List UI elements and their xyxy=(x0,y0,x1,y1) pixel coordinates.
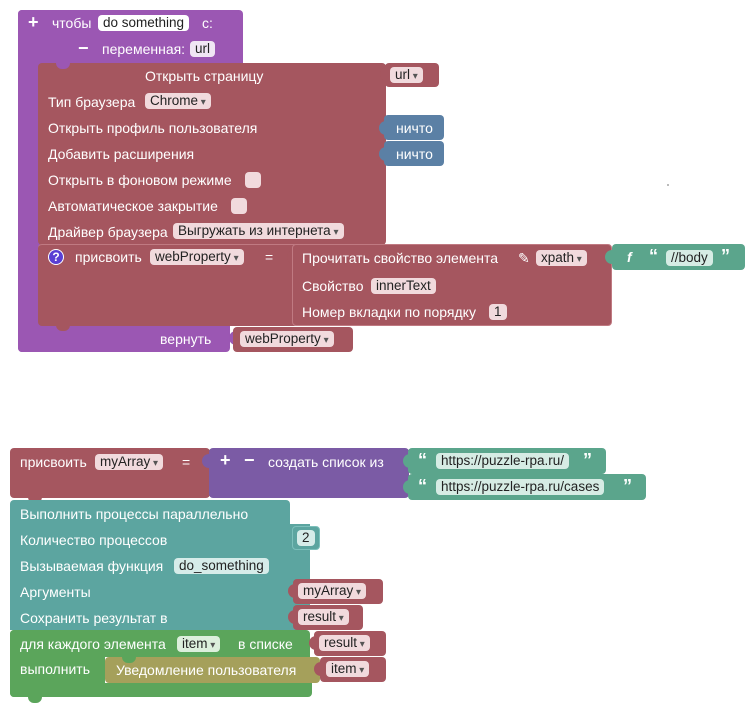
args-var-dropdown[interactable]: myArray xyxy=(298,583,367,599)
assign-label: присвоить xyxy=(75,249,142,265)
profile-plug xyxy=(379,121,387,135)
open-page-title: Открыть страницу xyxy=(145,68,264,84)
procedure-left-bar xyxy=(18,10,40,352)
autoclose-label: Автоматическое закрытие xyxy=(48,198,218,214)
edit-icon[interactable]: ✎ xyxy=(518,250,530,266)
url-var-dropdown[interactable]: url xyxy=(390,67,423,83)
f-label: f xyxy=(627,249,632,265)
parallel-title: Выполнить процессы параллельно xyxy=(20,506,249,522)
close-quote-icon: ” xyxy=(721,246,730,266)
func-label: Вызываемая функция xyxy=(20,558,164,574)
item1-close-quote-icon: ” xyxy=(583,450,592,470)
item2-close-quote-icon: ” xyxy=(623,476,632,496)
url-plug xyxy=(380,67,388,81)
canvas-dot xyxy=(667,184,669,186)
assign-op: = xyxy=(265,249,274,265)
browser-type-label: Тип браузера xyxy=(48,94,136,110)
property-label: Свойство xyxy=(302,278,364,294)
background-label: Открыть в фоновом режиме xyxy=(48,172,232,188)
save-plug xyxy=(288,610,296,624)
profile-null-block[interactable] xyxy=(384,115,444,140)
func-field[interactable]: do_something xyxy=(174,558,269,574)
procedure-label: чтобы xyxy=(52,15,92,31)
assign-notch xyxy=(56,325,70,331)
count-plug xyxy=(286,532,294,546)
assign-myarray-variable[interactable]: myArray xyxy=(95,454,164,470)
open-quote-icon: “ xyxy=(649,246,658,266)
driver-dropdown[interactable]: Выгружать из интернета xyxy=(173,223,344,239)
procedure-name-field[interactable]: do something xyxy=(98,15,190,31)
notify-label: Уведомление пользователя xyxy=(116,662,297,678)
extensions-null-block[interactable] xyxy=(384,141,444,166)
add-icon[interactable]: + xyxy=(28,12,39,32)
create-list-label: создать список из xyxy=(268,454,384,470)
assign-myarray-label: присвоить xyxy=(20,454,87,470)
read-prop-plug xyxy=(287,250,295,264)
args-label: Аргументы xyxy=(20,584,91,600)
list-item1-field[interactable]: https://puzzle-rpa.ru/ xyxy=(436,453,570,469)
count-label: Количество процессов xyxy=(20,532,168,548)
tab-value-field[interactable]: 1 xyxy=(489,304,507,320)
parallel-right-slot xyxy=(10,524,310,630)
procedure-footer[interactable] xyxy=(18,325,230,352)
param-value-field[interactable]: url xyxy=(190,41,216,57)
return-value-dropdown[interactable]: webProperty xyxy=(240,331,334,347)
loop-notch xyxy=(28,697,42,703)
profile-null-label: ничто xyxy=(396,120,433,136)
item2-open-quote-icon: “ xyxy=(418,476,427,496)
loop-list-dropdown[interactable]: result xyxy=(319,635,370,651)
extensions-plug xyxy=(379,147,387,161)
notify-body[interactable] xyxy=(105,657,320,683)
extensions-label: Добавить расширения xyxy=(48,146,195,162)
help-icon-glyph: ? xyxy=(52,250,60,264)
help-icon[interactable]: ? xyxy=(48,249,64,265)
browser-type-dropdown[interactable]: Chrome xyxy=(145,93,211,109)
return-label: вернуть xyxy=(160,331,212,347)
extensions-null-label: ничто xyxy=(396,146,433,162)
selector-type-dropdown[interactable]: xpath xyxy=(536,250,587,266)
loop-list-plug xyxy=(309,636,317,650)
param-label: переменная: xyxy=(102,41,186,57)
assign-variable-dropdown[interactable]: webProperty xyxy=(150,249,244,265)
save-var-dropdown[interactable]: result xyxy=(298,609,349,625)
loop-label: для каждого элемента xyxy=(20,636,166,652)
list-item1-plug xyxy=(403,454,411,468)
list-item2-field[interactable]: https://puzzle-rpa.ru/cases xyxy=(436,479,605,495)
autoclose-checkbox[interactable] xyxy=(231,198,247,214)
item1-open-quote-icon: “ xyxy=(418,450,427,470)
profile-label: Открыть профиль пользователя xyxy=(48,120,258,136)
list-minus-icon[interactable]: − xyxy=(244,450,255,470)
procedure-suffix: с: xyxy=(202,15,213,31)
do-label: выполнить xyxy=(20,661,90,677)
notify-plug xyxy=(314,662,322,676)
save-label: Сохранить результат в xyxy=(20,610,168,626)
notify-var-dropdown[interactable]: item xyxy=(326,661,370,677)
notify-notch xyxy=(122,657,136,663)
loop-footer xyxy=(10,683,312,697)
open-page-notch xyxy=(56,63,70,69)
list-item2-plug xyxy=(403,480,411,494)
selector-value-field[interactable]: //body xyxy=(666,250,713,266)
selector-plug xyxy=(605,250,613,264)
create-list-block[interactable] xyxy=(209,448,409,498)
background-checkbox[interactable] xyxy=(245,172,261,188)
in-list-label: в списке xyxy=(238,636,293,652)
minus-icon[interactable]: − xyxy=(78,38,89,58)
count-field[interactable]: 2 xyxy=(297,530,315,546)
args-plug xyxy=(288,584,296,598)
read-property-label: Прочитать свойство элемента xyxy=(302,250,498,266)
assign-myarray-op: = xyxy=(182,454,191,470)
loop-item-dropdown[interactable]: item xyxy=(177,636,221,652)
open-page-body[interactable] xyxy=(38,63,386,245)
tab-label: Номер вкладки по порядку xyxy=(302,304,476,320)
driver-label: Драйвер браузера xyxy=(48,224,168,240)
create-list-plug xyxy=(202,454,210,468)
property-value-field[interactable]: innerText xyxy=(371,278,436,294)
list-plus-icon[interactable]: + xyxy=(220,450,231,470)
